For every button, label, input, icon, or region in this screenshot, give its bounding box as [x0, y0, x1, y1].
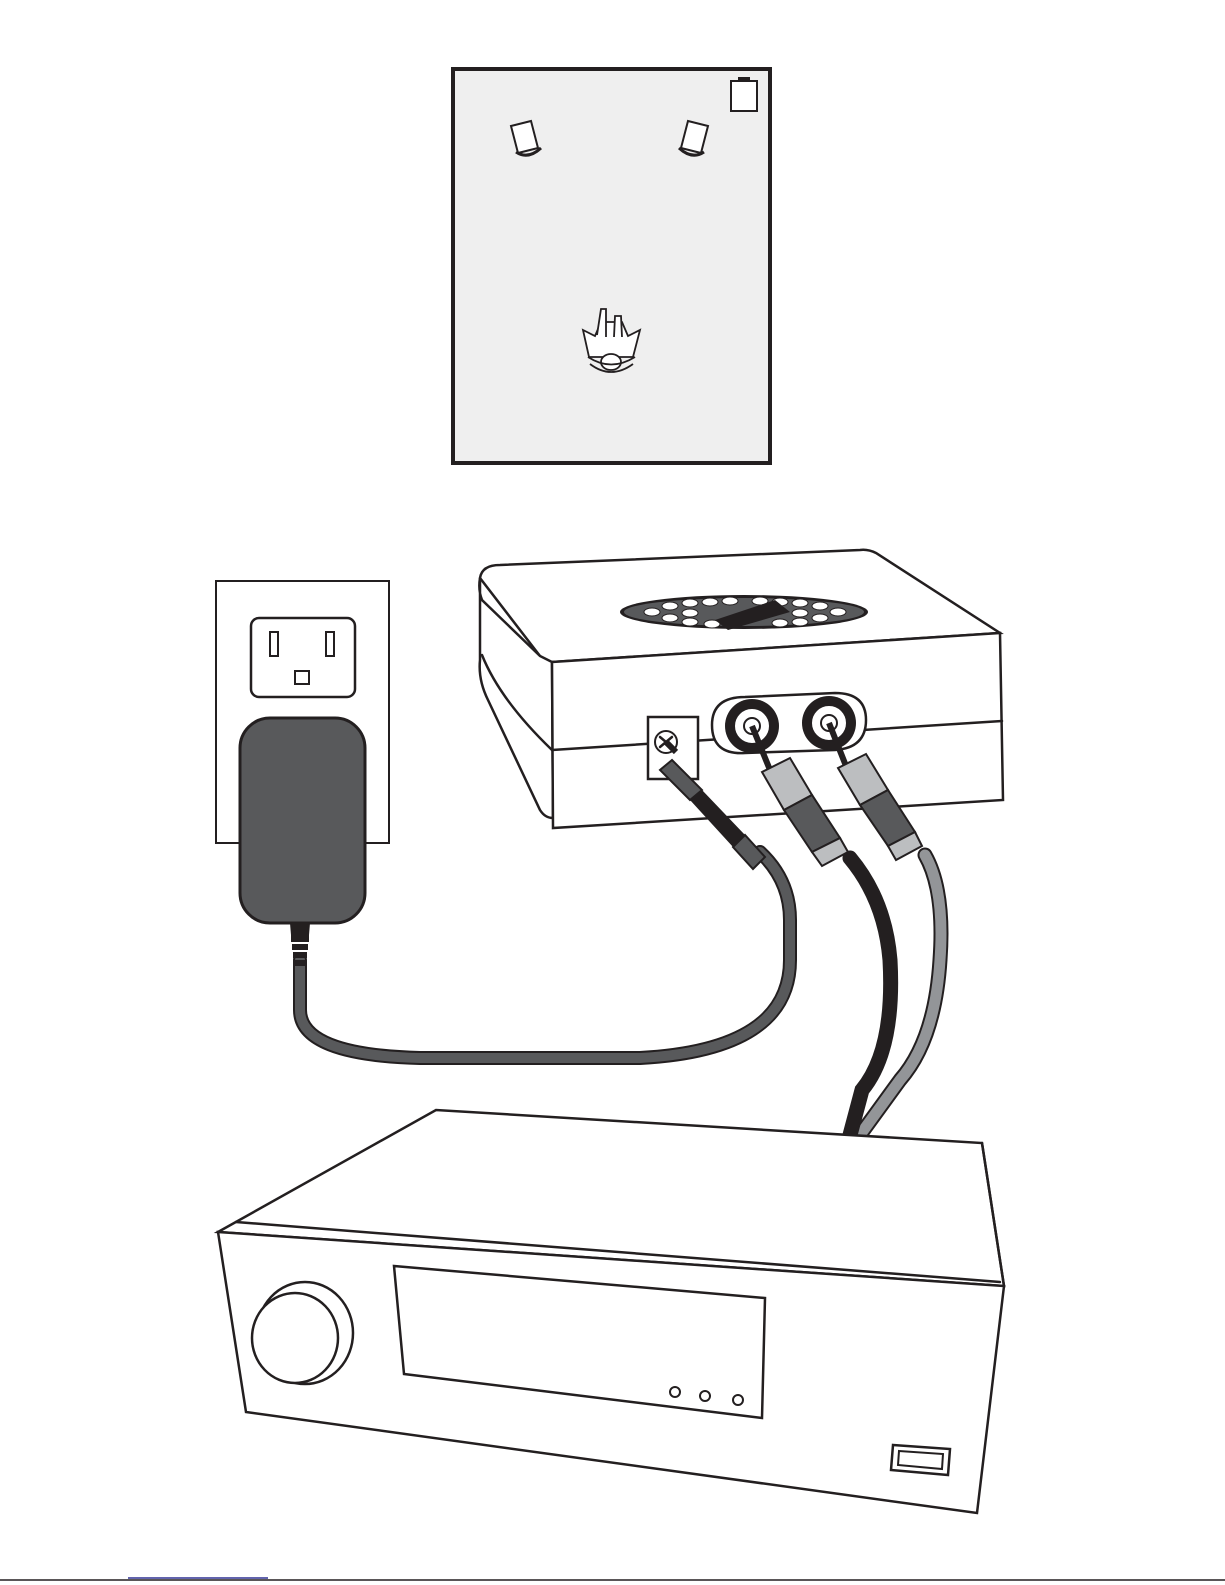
wireless-receiver-box	[479, 550, 1003, 828]
power-button	[891, 1445, 950, 1475]
indicator-light-2	[700, 1391, 710, 1401]
indicator-light-1	[670, 1387, 680, 1397]
indicator-light-3	[733, 1395, 743, 1405]
room-layout-diagram	[453, 69, 770, 463]
amplifier	[218, 1110, 1004, 1513]
power-adapter	[240, 718, 365, 966]
subwoofer-icon	[731, 77, 757, 111]
room-outline	[453, 69, 770, 463]
power-cable	[300, 852, 790, 1058]
